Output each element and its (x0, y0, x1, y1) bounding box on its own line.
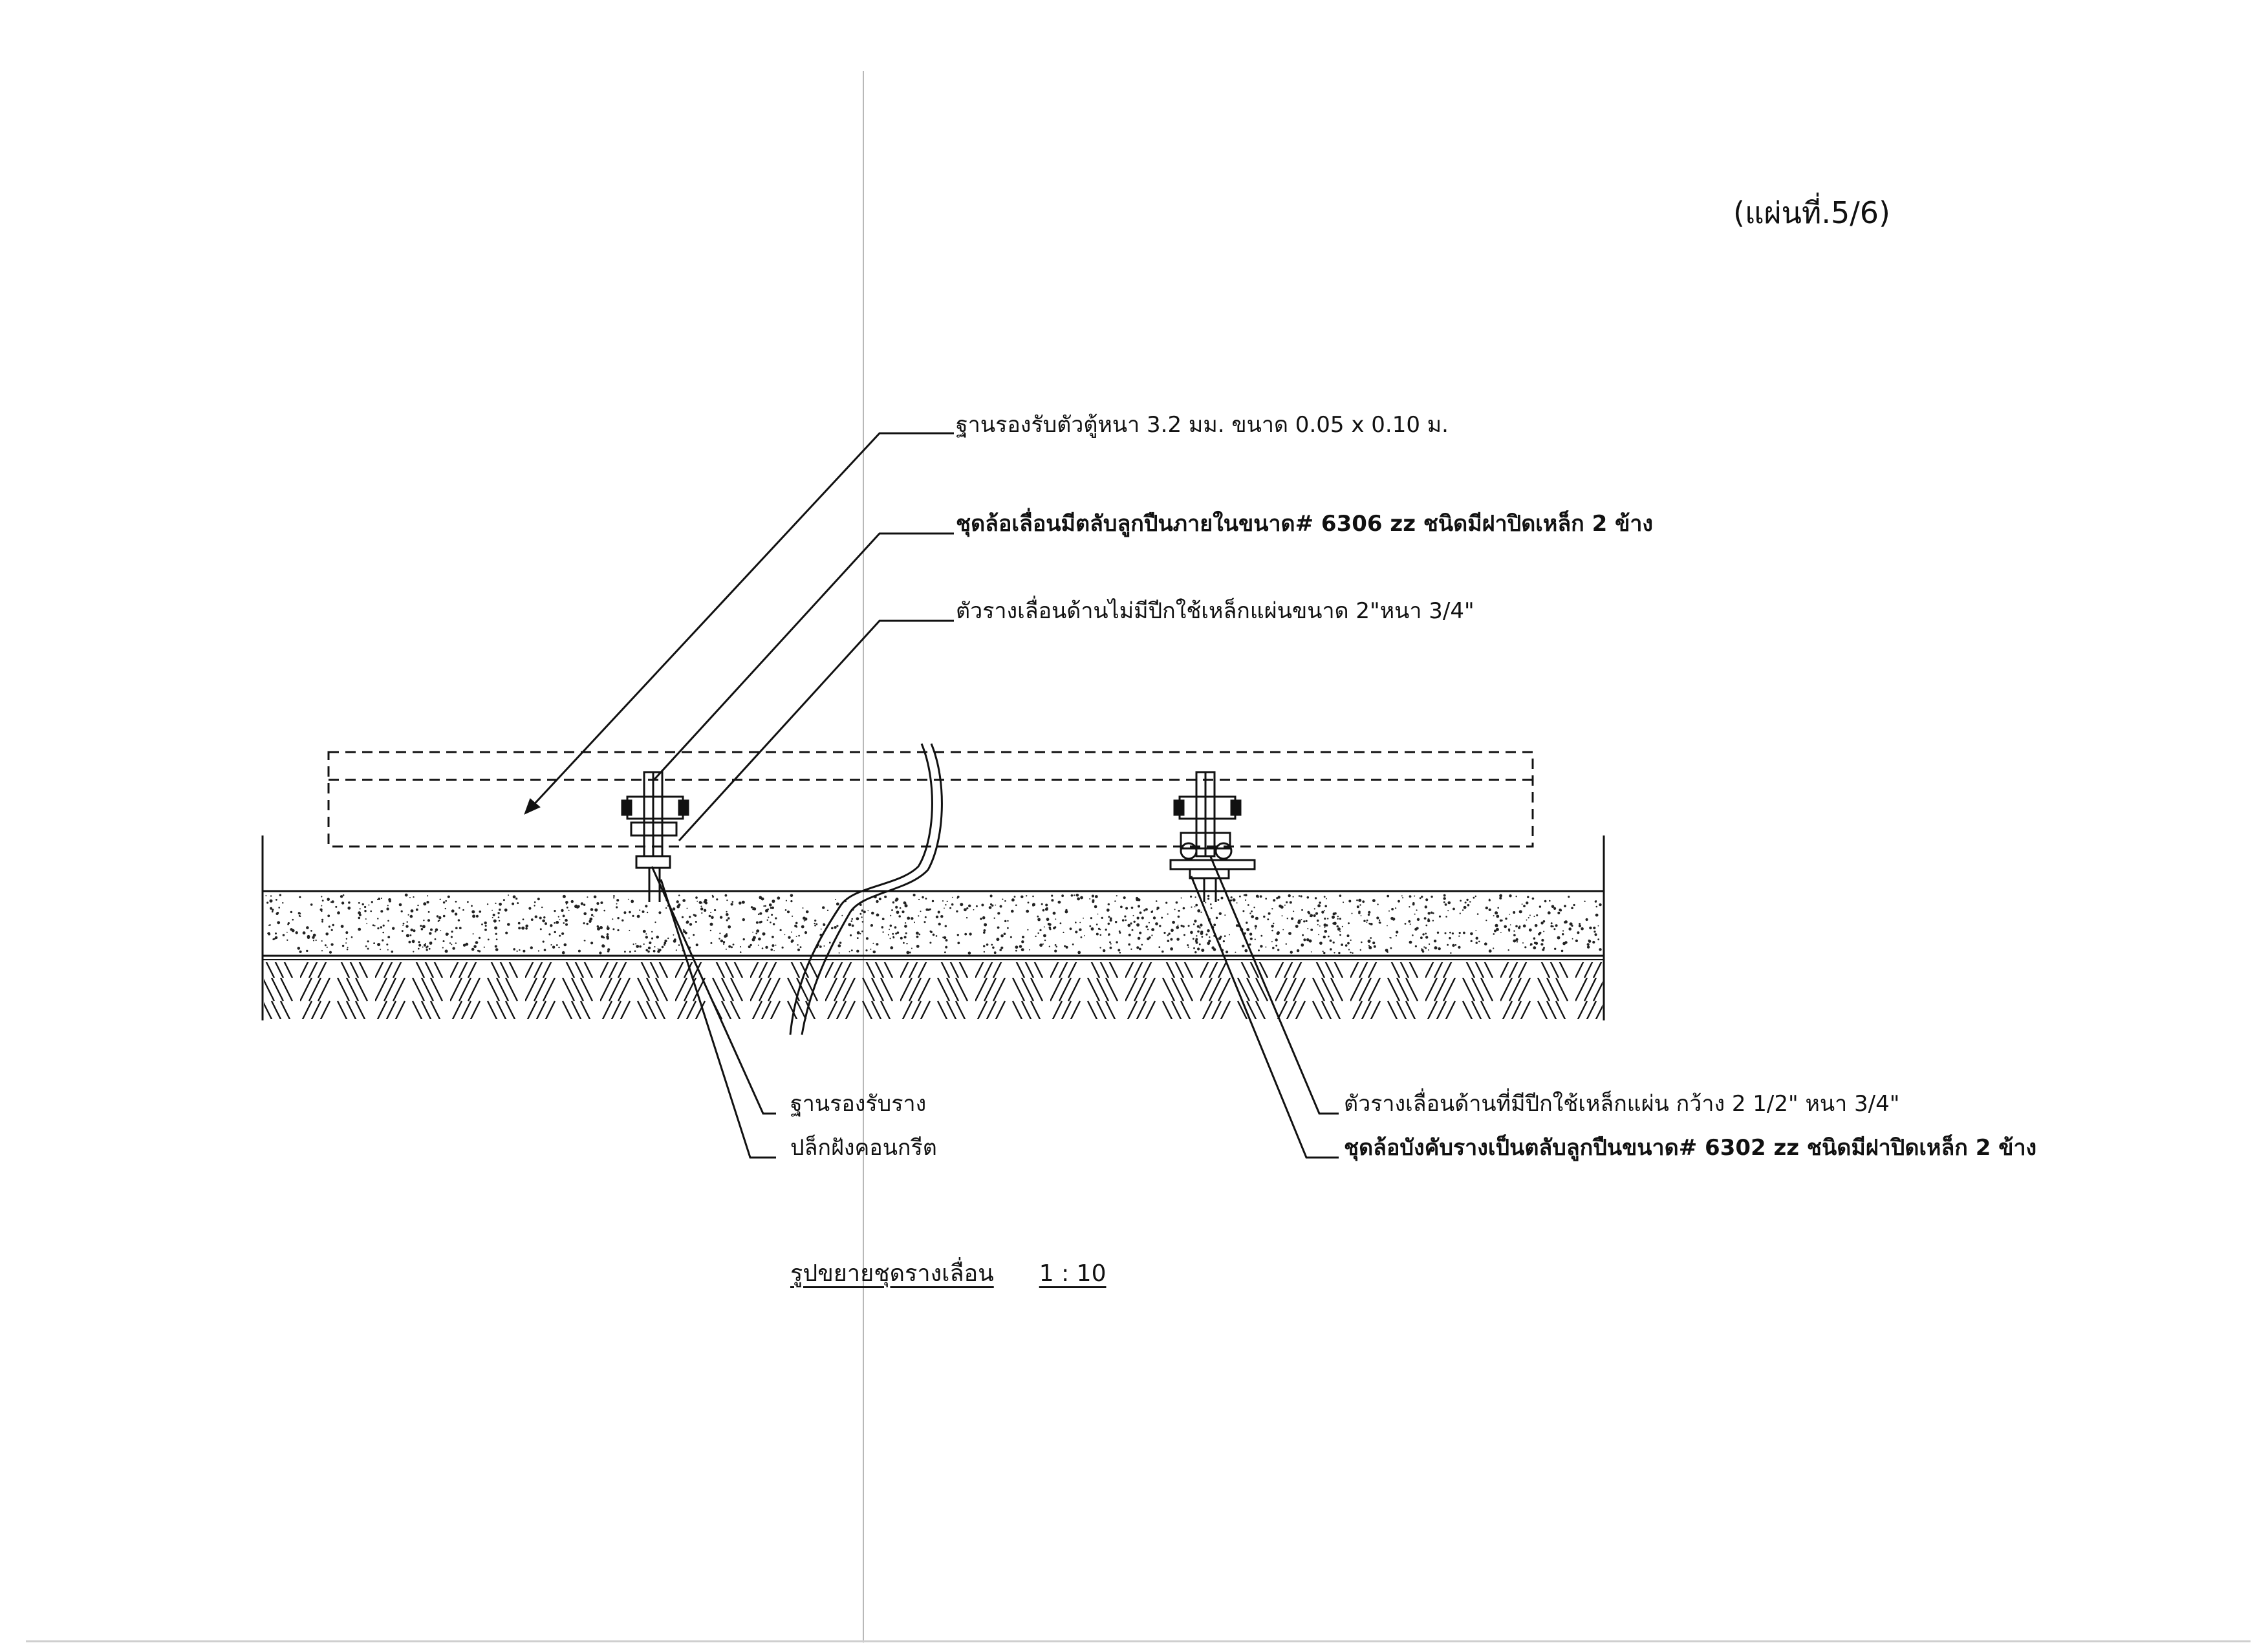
rail-support-base-label: ฐานรองรับราง (790, 1091, 927, 1117)
drawing-scale: 1 : 10 (1039, 1260, 1107, 1287)
wheel-assembly-left (621, 771, 689, 902)
concrete-slab (265, 893, 1602, 955)
rail-with-lip-label: ตัวรางเลื่อนด้านที่มีปีกใช้เหล็กแผ่น กว้… (1344, 1091, 1900, 1117)
ground-section (261, 835, 1605, 1020)
sheet-number: (แผ่นที่.5/6) (1733, 195, 1890, 230)
drawing-title-text: รูปขยายชุดรางเลื่อน (790, 1260, 994, 1287)
drawing-title: รูปขยายชุดรางเลื่อน 1 : 10 (790, 1262, 1106, 1286)
wheel-assembly-right (1169, 771, 1256, 902)
cabinet-base-label: ฐานรองรับตัวตู้หนา 3.2 มม. ขนาด 0.05 x 0… (956, 412, 1449, 438)
conduit-right (801, 743, 943, 1035)
cabinet-base-frame (327, 751, 1534, 848)
arrowhead (524, 798, 541, 815)
guide-wheel-label: ชุดล้อบังคับรางเป็นตลับลูกปืนขนาด# 6302 … (1344, 1135, 2037, 1161)
wheel-set-label: ชุดล้อเลื่อนมีตลับลูกปืนภายในขนาด# 6306 … (956, 511, 1654, 537)
leader-lines (529, 432, 1339, 1159)
conduit-left (789, 743, 933, 1035)
soil-hatch (264, 962, 1603, 1019)
concrete-anchor-label: ปล็กฝังคอนกรีต (790, 1135, 937, 1161)
rail-no-lip-label: ตัวรางเลื่อนด้านไม่มีปีกใช้เหล็กแผ่นขนาด… (956, 598, 1474, 624)
